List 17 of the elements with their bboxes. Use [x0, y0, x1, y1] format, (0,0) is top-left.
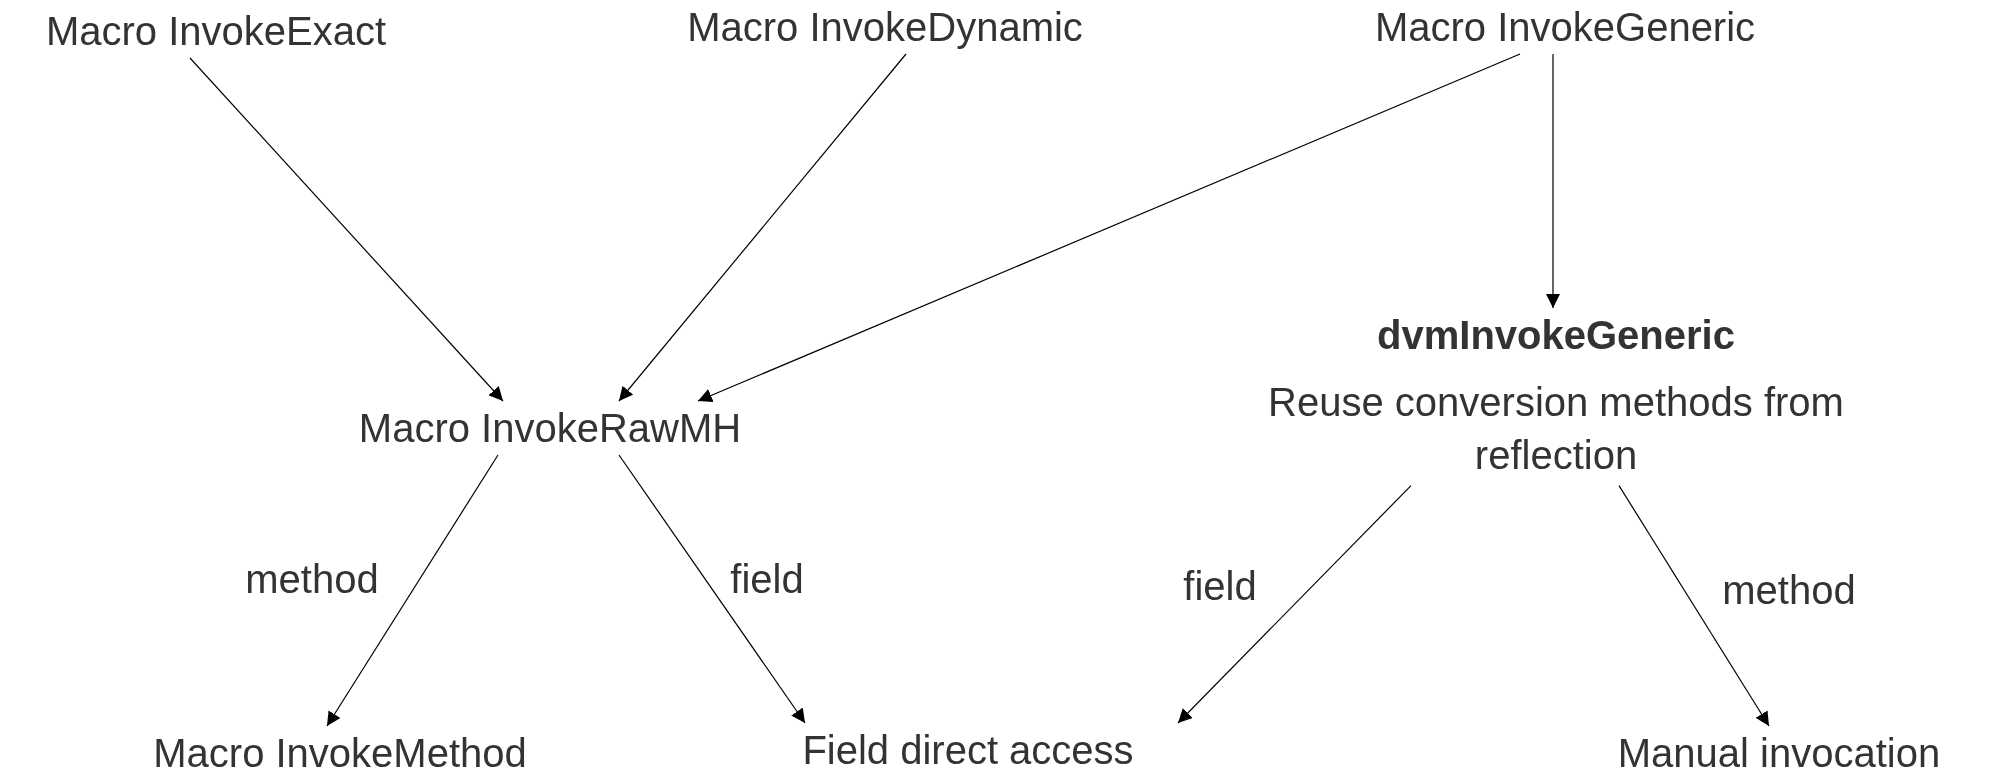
arrow: [697, 53, 1521, 402]
node-label: Macro InvokeDynamic: [687, 4, 1083, 50]
arrow: [1546, 53, 1560, 309]
node-label: Manual invocation: [1617, 730, 1941, 776]
arrow: [618, 53, 907, 402]
arrow: [1618, 485, 1770, 727]
arrow: [326, 454, 499, 727]
node-label: Macro InvokeGeneric: [1374, 4, 1756, 50]
arrow: [618, 454, 806, 724]
node-label: Macro InvokeMethod: [153, 730, 527, 776]
node-heading: dvmInvokeGeneric: [1376, 312, 1736, 358]
node-label: Field direct access: [802, 727, 1134, 773]
arrow: [189, 57, 504, 402]
node-label: Macro InvokeExact: [45, 8, 387, 54]
arrow: [1177, 485, 1412, 724]
node-description: Reuse conversion methods from reflection: [1267, 379, 1845, 479]
node-label: Macro InvokeRawMH: [358, 405, 742, 451]
